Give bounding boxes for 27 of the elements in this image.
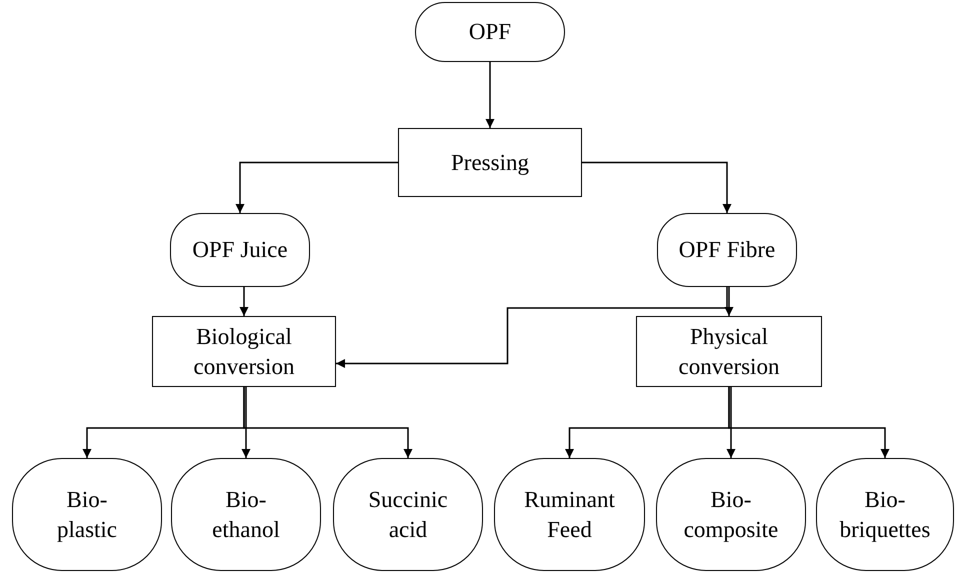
node-label: Bio- composite <box>682 486 780 544</box>
arrow <box>240 287 248 316</box>
arrow <box>336 287 728 368</box>
arrow <box>243 387 412 458</box>
process-box <box>152 316 336 387</box>
node-label: Bio- ethanol <box>211 486 281 544</box>
node-label: Bio- plastic <box>56 486 118 544</box>
arrow <box>486 62 494 128</box>
node-label: Bio- briquettes <box>838 486 932 544</box>
arrow <box>726 387 736 458</box>
arrow <box>724 287 734 316</box>
node-label: Pressing <box>451 148 529 177</box>
node-label: Succinic acid <box>367 486 449 544</box>
arrow <box>236 162 398 213</box>
node-label: OPF <box>468 18 512 46</box>
node-label: Ruminant Feed <box>523 486 616 544</box>
node-label: Biological conversion <box>192 322 296 380</box>
arrow <box>728 387 890 458</box>
process-box <box>398 128 582 197</box>
arrow <box>582 162 732 213</box>
process-box <box>636 316 822 387</box>
terminal-box <box>657 213 797 287</box>
node-label: OPF Fibre <box>678 236 776 264</box>
arrow <box>242 387 250 458</box>
terminal-box <box>170 213 310 287</box>
node-label: OPF Juice <box>192 236 288 264</box>
node-label: Physical conversion <box>678 322 780 380</box>
